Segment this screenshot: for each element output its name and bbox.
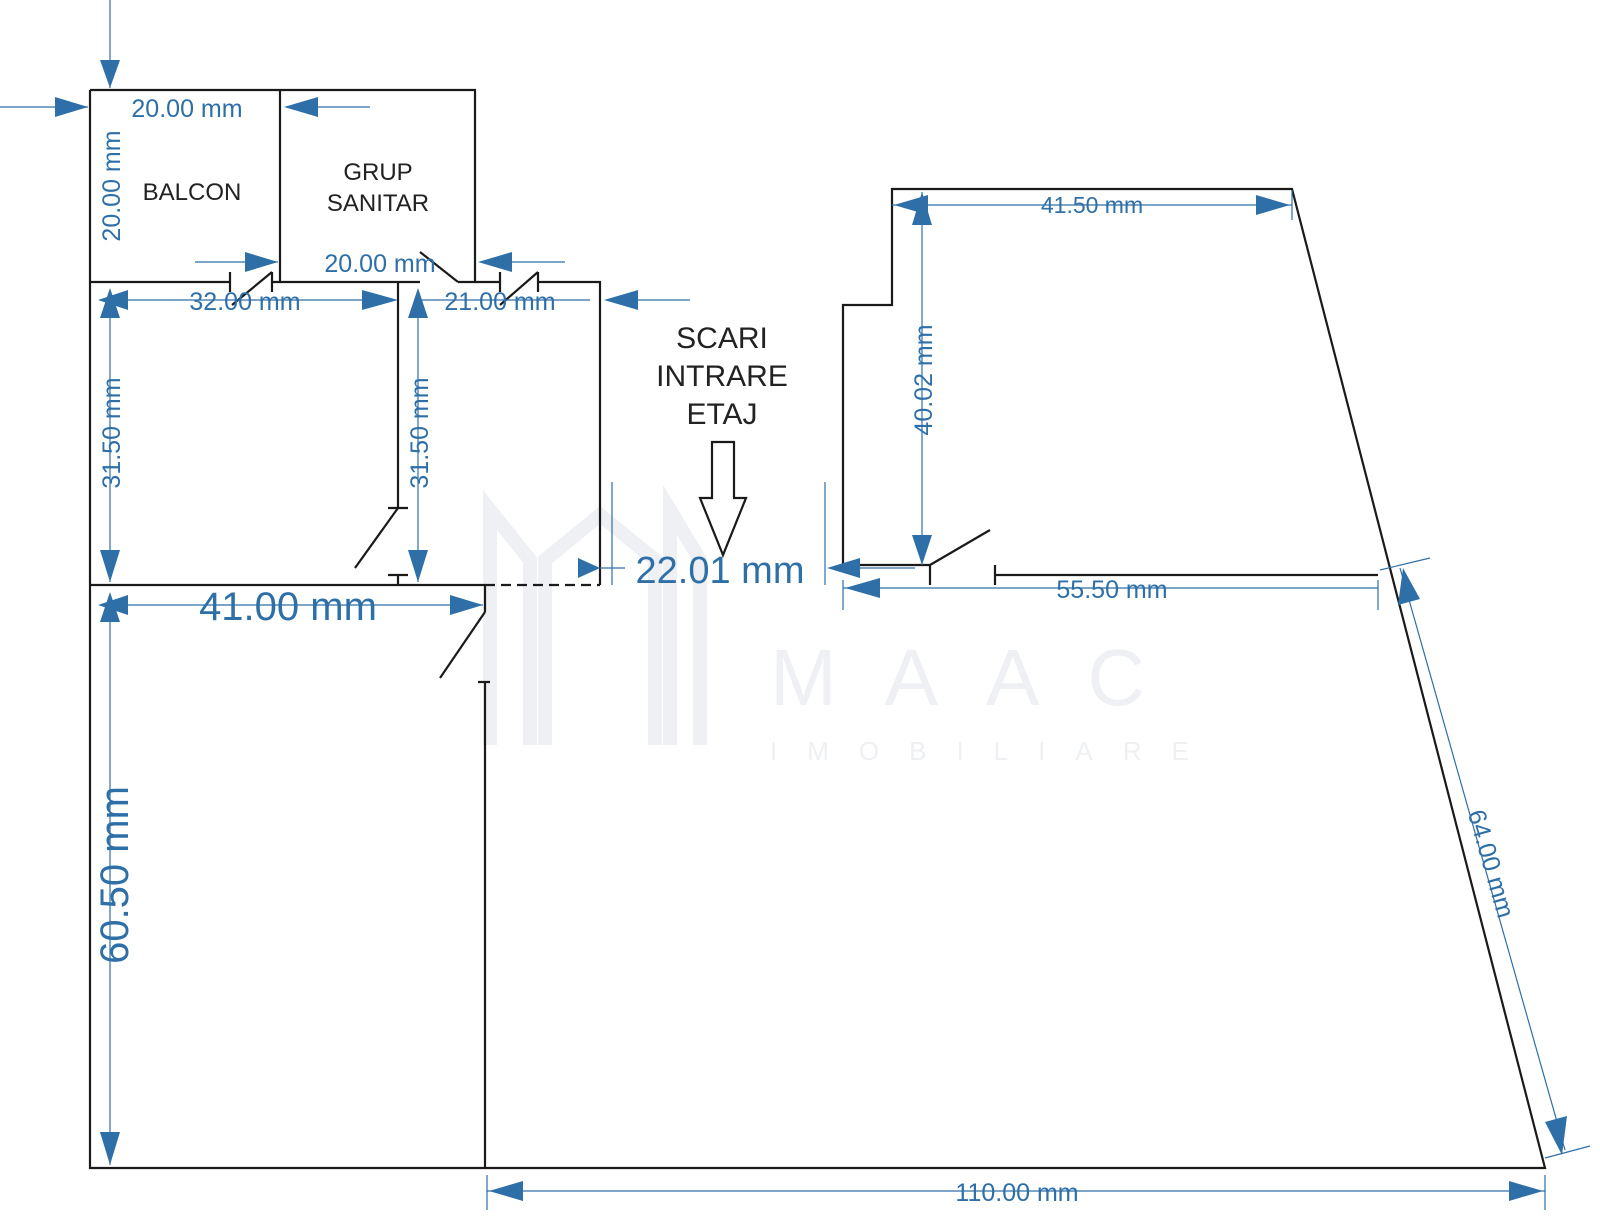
dim-room2-width: 21.00 mm [444,288,555,316]
dim-right-top-width: 41.50 mm [1041,192,1143,218]
watermark-logo: MAAC IMOBILIARE [483,484,1219,766]
room-label-intrare: INTRARE [656,360,788,393]
dim-bottom-width: 110.00 mm [955,1179,1078,1207]
room-label-scari: SCARI [676,322,768,355]
dim-room2-height: 31.50 mm [406,377,434,488]
watermark-sub: IMOBILIARE [770,736,1219,766]
dim-main-width: 41.00 mm [199,585,377,629]
dimension-arrows [55,60,1567,1201]
room-label-grup: GRUP [343,159,412,186]
dim-right-top-height: 40.02 mm [910,324,938,435]
watermark-name: MAAC [770,633,1193,722]
room-label-balcon: BALCON [143,179,242,206]
dim-right-mid-width: 55.50 mm [1056,576,1167,604]
dim-room1-height: 31.50 mm [98,377,126,488]
dim-sanitar-width: 20.00 mm [324,250,435,278]
dim-stair-width: 22.01 mm [636,550,805,592]
walls [88,88,1547,1170]
dim-slant-length: 64.00 mm [1462,807,1520,922]
dim-balcon-width: 20.00 mm [131,95,242,123]
dim-main-height: 60.50 mm [93,786,137,964]
dim-room1-width: 32.00 mm [189,288,300,316]
room-label-sanitar: SANITAR [327,190,429,217]
room-label-etaj: ETAJ [686,398,757,431]
dim-balcon-height: 20.00 mm [98,130,126,241]
